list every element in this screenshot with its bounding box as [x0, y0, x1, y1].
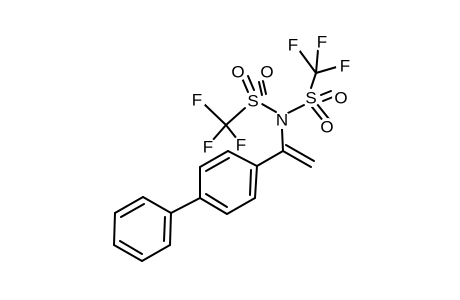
atom-o2-label: O: [260, 63, 273, 82]
atom-label-layer: F F F S O O N S: [188, 33, 354, 157]
atom-f3: F: [232, 136, 250, 155]
bond-s-o2-a: [258, 81, 263, 96]
atom-n-label: N: [276, 111, 288, 130]
bond-s-o3-b: [322, 96, 334, 102]
atom-f6: F: [336, 57, 354, 76]
atom-o3: O: [332, 89, 350, 108]
atom-n: N: [273, 111, 291, 130]
ring1-bond-1: [227, 150, 258, 167]
atom-s-left: S: [244, 92, 262, 111]
bond-c-s-left: [225, 107, 246, 126]
bond-s-o3-a: [320, 90, 332, 96]
atom-o3-label: O: [334, 89, 347, 108]
bond-n-c-vinyl: [281, 128, 284, 152]
atom-f6-label: F: [340, 57, 350, 76]
ring2-bond-1: [142, 196, 172, 214]
ring1-bond-6: [254, 165, 258, 199]
bond-vinyl-double-b: [285, 144, 315, 162]
ring2-inner-1: [120, 203, 145, 218]
atom-f5: F: [313, 33, 331, 52]
ring2-bond-3: [113, 212, 116, 246]
ring2-bond-2: [114, 196, 144, 214]
bond-s-right-cf3: [310, 72, 317, 89]
atom-o4-label: O: [320, 118, 333, 137]
bond-s-o1-a: [241, 77, 249, 93]
bond-c-f3: [225, 124, 238, 140]
ring1-bond-4: [199, 197, 228, 215]
atom-s-left-label: S: [247, 92, 258, 111]
atom-f1-label: F: [192, 91, 202, 110]
atom-o2: O: [258, 63, 276, 82]
atom-s-right: S: [302, 89, 320, 108]
bond-n-s-right: [287, 104, 305, 114]
bond-c-f1: [202, 102, 227, 126]
ring2-bond-4: [113, 244, 143, 262]
bond-c-f2: [211, 124, 227, 142]
ring1-bond-5: [226, 197, 256, 215]
atom-o4: O: [318, 118, 336, 137]
bond-layer: [113, 49, 341, 262]
bond-vinyl-double-a: [282, 150, 312, 168]
bond-s-o1-b: [247, 75, 255, 91]
atom-o1-label: O: [231, 63, 244, 82]
ring1-inner-1: [205, 157, 230, 172]
ring1-inner-3: [249, 169, 252, 196]
bond-s-o4-a: [311, 106, 325, 123]
ring2-bond-6: [169, 212, 172, 246]
bond-s-o2-b: [262, 80, 267, 95]
bond-biaryl: [170, 197, 201, 214]
atom-o1: O: [229, 63, 247, 82]
atom-f4-label: F: [288, 36, 298, 55]
bond-c-f4: [298, 49, 317, 74]
ring1-inner-2: [205, 193, 228, 208]
bond-s-left-n: [261, 103, 277, 113]
atom-f2-label: F: [203, 138, 213, 157]
bond-s-o4-b: [316, 103, 330, 120]
bond-c-f5: [315, 49, 319, 74]
atom-f1: F: [188, 91, 206, 110]
atom-f2: F: [199, 138, 217, 157]
atom-f5-label: F: [317, 33, 327, 52]
bond-c-f6: [315, 65, 341, 74]
ring2-inner-3: [163, 216, 166, 242]
atom-f3-label: F: [236, 136, 246, 155]
ring2-inner-2: [119, 240, 143, 255]
bond-vinyl-ring: [256, 150, 284, 167]
atom-f4: F: [284, 36, 302, 55]
ring1-bond-2: [199, 150, 229, 168]
atom-s-right-label: S: [305, 89, 316, 108]
ring2-bond-5: [141, 244, 171, 262]
